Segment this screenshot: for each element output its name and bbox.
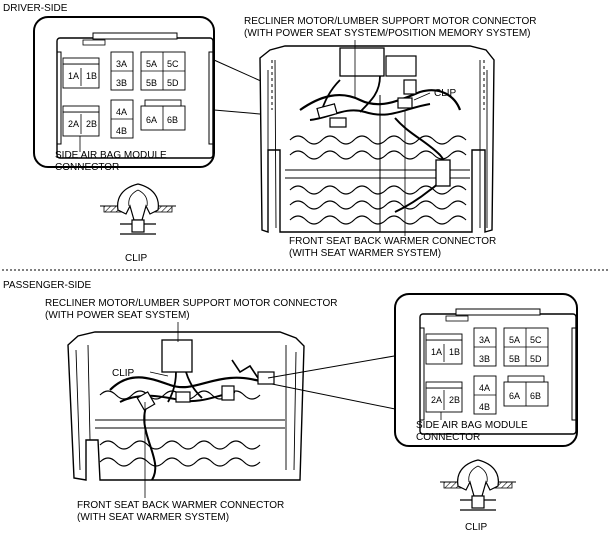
driver-clip-label: CLIP [125,253,148,264]
passenger-airbag-label-line2: CONNECTOR [416,432,480,443]
driver-warmer-label-line2: (WITH SEAT WARMER SYSTEM) [289,248,441,259]
passenger-clip-label: CLIP [465,522,488,533]
passenger-warmer-label-line2: (WITH SEAT WARMER SYSTEM) [77,512,229,523]
passenger-pin-6b: 6B [530,391,541,401]
driver-pin-2b: 2B [86,119,97,129]
passenger-recliner-label-line2: (WITH POWER SEAT SYSTEM) [45,310,190,321]
passenger-pin-3b: 3B [479,354,490,364]
driver-pin-4b: 4B [116,126,127,136]
passenger-pin-4b: 4B [479,402,490,412]
passenger-pin-5a: 5A [509,335,520,345]
driver-pin-1b: 1B [86,71,97,81]
passenger-pin-3a: 3A [479,335,490,345]
driver-pin-2a: 2A [68,119,79,129]
passenger-recliner-label-line1: RECLINER MOTOR/LUMBER SUPPORT MOTOR CONN… [45,298,337,309]
passenger-section-title: PASSENGER-SIDE [3,280,91,291]
passenger-pin-2a: 2A [431,395,442,405]
driver-pin-5c: 5C [167,59,179,69]
driver-pin-5d: 5D [167,78,179,88]
driver-pin-6b: 6B [167,115,178,125]
driver-section-title: DRIVER-SIDE [3,3,68,14]
driver-seat-back-illustration [259,45,495,233]
driver-clip-icon [99,183,177,235]
driver-pin-4a: 4A [116,107,127,117]
driver-airbag-label-line1: SIDE AIR BAG MODULE [55,150,167,161]
driver-clip-callout: CLIP [434,88,457,99]
passenger-pin-6a: 6A [509,391,520,401]
driver-pin-3b: 3B [116,78,127,88]
passenger-pin-1b: 1B [449,347,460,357]
driver-pin-3a: 3A [116,59,127,69]
driver-pin-5a: 5A [146,59,157,69]
passenger-clip-callout: CLIP [112,368,135,379]
driver-recliner-label-line1: RECLINER MOTOR/LUMBER SUPPORT MOTOR CONN… [244,16,536,27]
driver-warmer-label-line1: FRONT SEAT BACK WARMER CONNECTOR [289,236,496,247]
passenger-pin-5c: 5C [530,335,542,345]
passenger-seat-back-illustration [67,331,305,481]
passenger-pin-1a: 1A [431,347,442,357]
driver-pin-6a: 6A [146,115,157,125]
driver-recliner-label-line2: (WITH POWER SEAT SYSTEM/POSITION MEMORY … [244,28,531,39]
passenger-pin-5d: 5D [530,354,542,364]
passenger-connector-callout: 1A 1B 2A 2B 3A 3B 4A 4B 5A 5C 5B 5D 6A 6… [394,293,578,447]
passenger-pin-5b: 5B [509,354,520,364]
passenger-warmer-label-line1: FRONT SEAT BACK WARMER CONNECTOR [77,500,284,511]
passenger-airbag-label-line1: SIDE AIR BAG MODULE [416,420,528,431]
driver-connector-callout: 1A 1B 2A 2B 3A 3B 4A 4B 5A 5C 5B 5D 6A 6… [33,16,215,173]
passenger-pin-2b: 2B [449,395,460,405]
driver-pin-5b: 5B [146,78,157,88]
passenger-pin-4a: 4A [479,383,490,393]
passenger-clip-icon [439,459,517,511]
driver-airbag-label-line2: CONNECTOR [55,162,119,173]
driver-pin-1a: 1A [68,71,79,81]
